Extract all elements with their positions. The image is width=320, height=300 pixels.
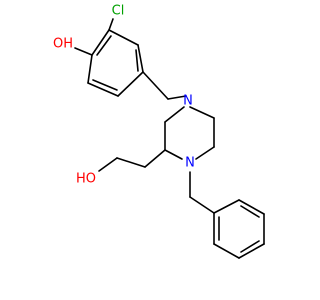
bond-ring2-d xyxy=(238,243,265,259)
bond-pip-4 xyxy=(164,149,183,160)
bond-ring1-b xyxy=(108,29,139,46)
oh-label: OH xyxy=(53,37,73,52)
bond-ring1-f xyxy=(87,54,93,84)
bond-ring2-inner-1 xyxy=(240,205,260,218)
bond-c-cl xyxy=(108,18,114,31)
bond-c-oh xyxy=(74,47,93,56)
bond-ring2-b xyxy=(238,199,265,215)
bond-ring2-inner-2 xyxy=(240,240,260,253)
ho-label: HO xyxy=(76,172,96,187)
bond-ring1-inner-2 xyxy=(135,49,139,72)
n-bottom-label: N xyxy=(185,156,195,171)
bond-pip-3 xyxy=(195,146,215,160)
bond-ring2-e xyxy=(213,243,240,259)
bond-ring1-inner-3 xyxy=(92,79,118,91)
atom-labels: OH Cl HO N N xyxy=(53,4,195,187)
n-top-label: N xyxy=(183,94,193,109)
bond-ethyl-c xyxy=(116,157,146,168)
bonds xyxy=(74,18,265,259)
bond-pip-1 xyxy=(189,106,215,119)
bond-ch2-ring xyxy=(189,196,215,214)
bond-ring1-c xyxy=(137,44,144,73)
bond-ring1-a xyxy=(91,29,110,56)
bond-ring-ethyl xyxy=(144,149,166,168)
molecule-structure: OH Cl HO N N xyxy=(53,4,265,259)
bond-ring-ch2 xyxy=(142,71,169,100)
bond-pip-6 xyxy=(164,106,185,123)
bond-ch2-n xyxy=(167,95,187,100)
bond-ring2-a xyxy=(213,199,240,214)
bond-ring1-e xyxy=(87,82,119,97)
cl-label: Cl xyxy=(112,4,125,19)
bond-ring1-d xyxy=(117,71,144,97)
structure-canvas: OH Cl HO N N xyxy=(52,3,265,259)
bond-ring1-inner-1 xyxy=(96,35,112,56)
bond-ethyl-ho xyxy=(98,157,118,172)
